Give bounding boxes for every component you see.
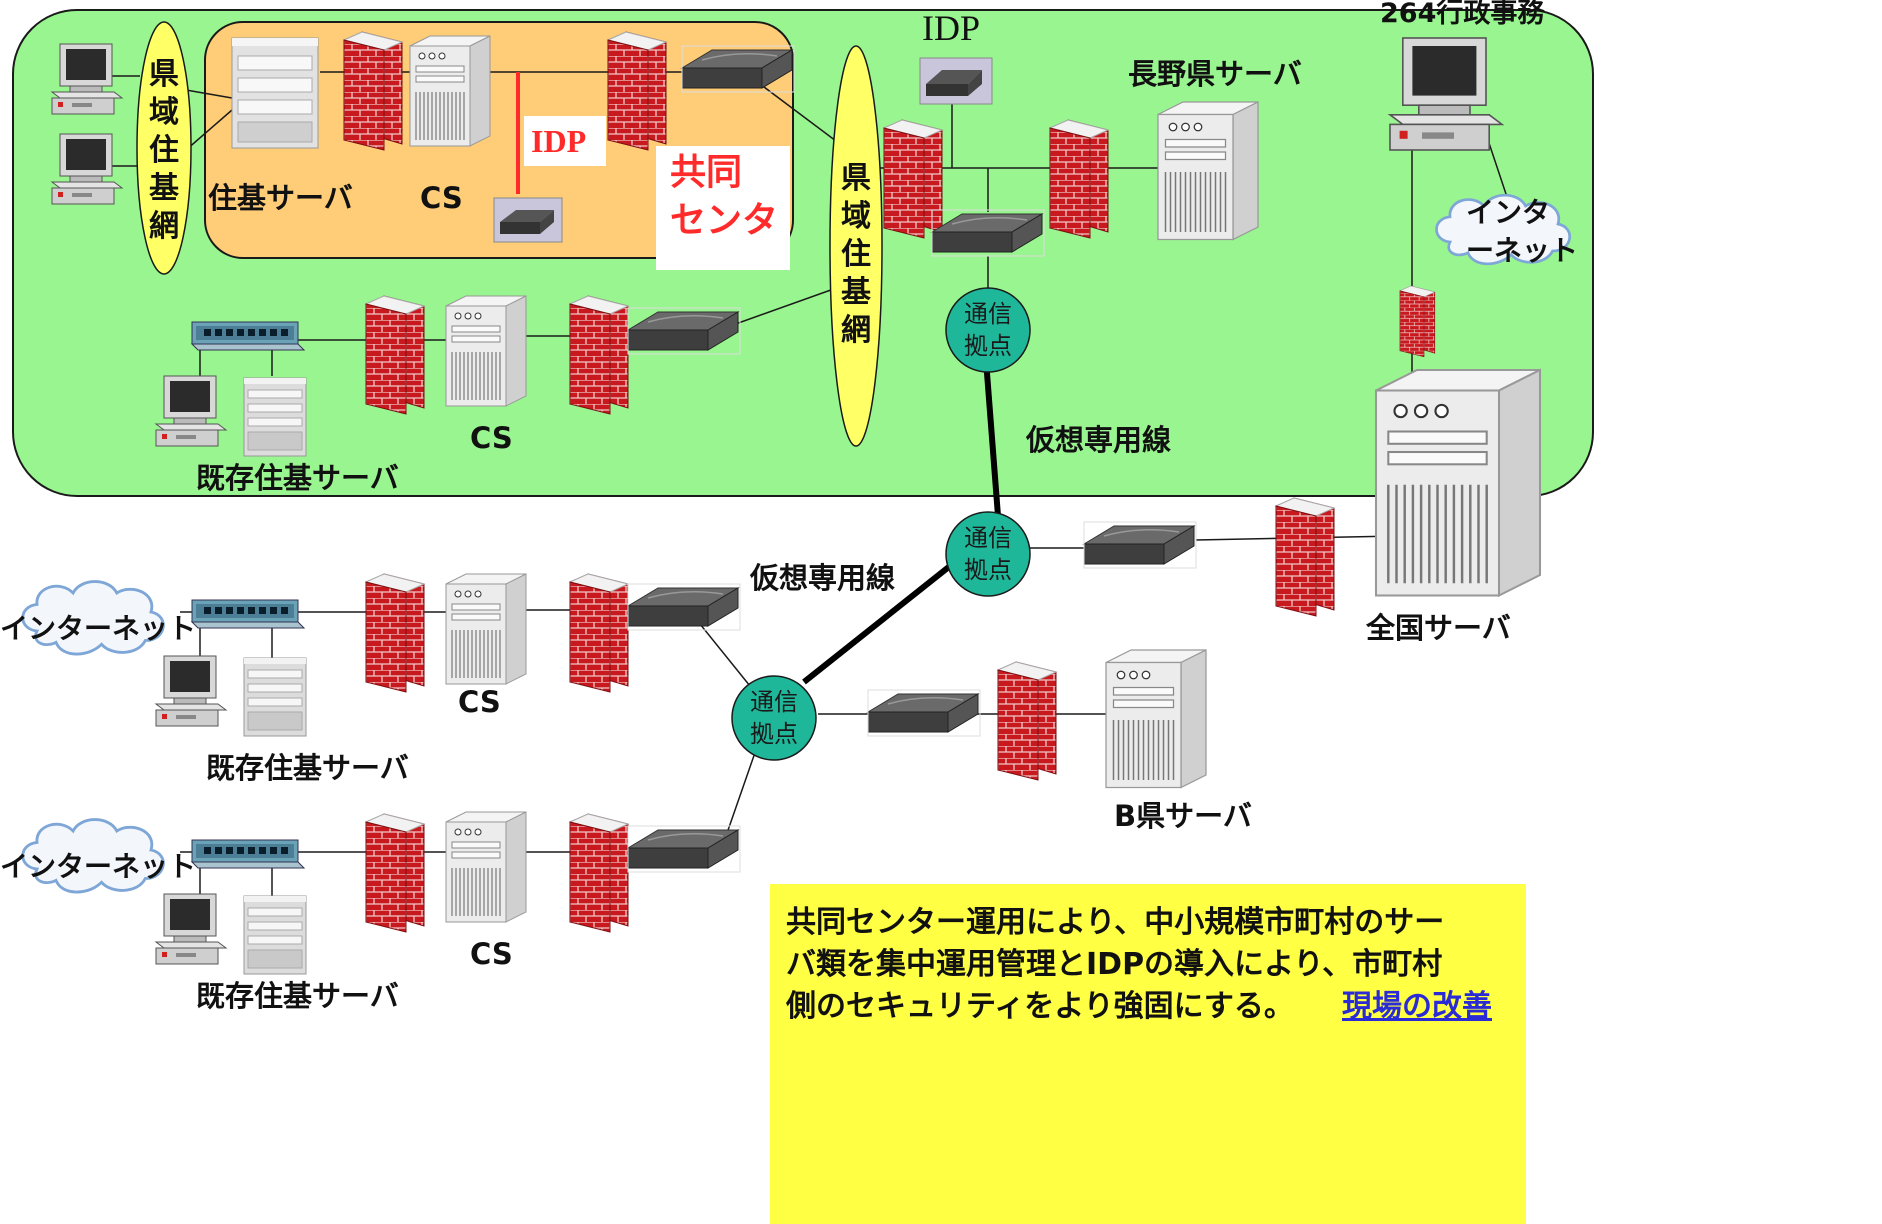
- cs-server-icon: [445, 295, 527, 407]
- idp-center-label: IDP: [531, 123, 586, 159]
- firewall-icon: [343, 31, 403, 151]
- virtual-line-1: [983, 359, 1001, 517]
- b-prefecture-server-icon: [1105, 649, 1207, 789]
- svg-text:基: 基: [841, 275, 871, 310]
- internet-bot-label: インターネット: [0, 850, 196, 883]
- idp-top-label: IDP: [922, 8, 980, 48]
- firewall-icon: [997, 661, 1057, 781]
- internet-mid-label: インターネット: [0, 612, 196, 645]
- note-link[interactable]: 現場の改善: [1342, 989, 1492, 1024]
- hub-label-line2: 拠点: [964, 556, 1012, 584]
- switch-icon: [191, 839, 305, 869]
- idp-device-icon: [493, 197, 563, 243]
- existing-server-icon: [243, 657, 307, 737]
- juki-server-icon: [231, 37, 319, 149]
- b-prefecture-server-label: B県サーバ: [1114, 799, 1252, 833]
- prefecture-backbone-mid: [829, 45, 883, 447]
- firewall-icon: [569, 295, 629, 415]
- summary-note: 共同センター運用により、中小規模市町村のサー バ類を集中運用管理とIDPの導入に…: [770, 884, 1526, 1224]
- national-server-icon: [1374, 368, 1542, 597]
- idp-top-device-icon: [919, 57, 993, 105]
- firewall-icon: [365, 295, 425, 415]
- switch-icon: [191, 321, 305, 351]
- svg-text:域: 域: [149, 95, 179, 130]
- router-icon: [1083, 521, 1197, 569]
- existing-server-mid-label: 既存住基サーバ: [206, 751, 409, 785]
- svg-text:住: 住: [841, 237, 871, 272]
- svg-text:県: 県: [149, 57, 179, 92]
- firewall-icon: [569, 573, 629, 693]
- firewall-icon: [883, 119, 943, 239]
- pc-icon: [51, 43, 123, 115]
- hub-label-line2: 拠点: [964, 332, 1012, 360]
- comm-hub-2: 通信 拠点: [945, 511, 1031, 597]
- firewall-icon: [365, 573, 425, 693]
- joint-center-label-line1: 共同: [670, 152, 742, 193]
- switch-icon: [191, 599, 305, 629]
- svg-text:域: 域: [841, 199, 871, 234]
- pc-icon: [155, 655, 227, 727]
- comm-hub-1: 通信 拠点: [945, 287, 1031, 373]
- svg-text:基: 基: [149, 171, 179, 206]
- note-line-1: 共同センター運用により、中小規模市町村のサー: [786, 905, 1444, 940]
- comm-hub-3: 通信 拠点: [731, 675, 817, 761]
- existing-server-bot-label: 既存住基サーバ: [196, 979, 399, 1013]
- juki-server-label: 住基サーバ: [208, 181, 353, 215]
- cs-center-label: CS: [420, 181, 463, 215]
- note-line-3: 側のセキュリティをより強固にする。: [785, 989, 1294, 1024]
- firewall-icon: [1275, 497, 1335, 617]
- pc-icon: [155, 375, 227, 447]
- cs-server-icon: [409, 35, 491, 147]
- existing-server-icon: [243, 895, 307, 975]
- nagano-server-icon: [1157, 101, 1259, 241]
- cs-green-label: CS: [470, 421, 513, 455]
- svg-text:住: 住: [149, 133, 179, 168]
- gyosei-pc-icon: [1389, 37, 1503, 151]
- virtual-line-2: [802, 563, 952, 685]
- svg-text:県: 県: [841, 161, 871, 196]
- national-server-label: 全国サーバ: [1365, 611, 1511, 645]
- hub-label-line1: 通信: [750, 688, 798, 716]
- svg-text:網: 網: [841, 313, 871, 348]
- cs-bot-label: CS: [470, 937, 513, 971]
- firewall-icon: [569, 813, 629, 933]
- firewall-icon: [365, 813, 425, 933]
- nagano-server-label: 長野県サーバ: [1128, 57, 1302, 91]
- router-icon: [867, 689, 981, 737]
- cs-server-icon: [445, 573, 527, 685]
- svg-text:網: 網: [149, 209, 179, 244]
- internet-top-label-line2: ーネット: [1466, 234, 1578, 267]
- cs-server-icon: [445, 811, 527, 923]
- hub-label-line2: 拠点: [750, 720, 798, 748]
- cs-mid-label: CS: [458, 685, 501, 719]
- hub-label-line1: 通信: [964, 524, 1012, 552]
- existing-server-icon: [243, 377, 307, 457]
- router-icon: [627, 583, 741, 631]
- pc-icon: [51, 133, 123, 205]
- joint-center-label-line2: センタ: [670, 200, 778, 241]
- virtual-line-label-1: 仮想専用線: [1025, 423, 1171, 457]
- internet-top-label-line1: インタ: [1466, 196, 1550, 229]
- existing-server-green-label: 既存住基サーバ: [196, 461, 399, 495]
- firewall-icon: [1049, 119, 1109, 239]
- firewall-icon: [1399, 285, 1436, 358]
- virtual-line-label-2: 仮想専用線: [749, 561, 895, 595]
- note-line-2: バ類を集中運用管理とIDPの導入により、市町村: [786, 947, 1442, 982]
- router-icon: [627, 825, 741, 873]
- backbone-left-label: 県 域 住 基 網: [149, 57, 179, 244]
- prefecture-backbone-left: [136, 21, 192, 275]
- gyosei-label: 264行政事務: [1380, 0, 1545, 29]
- hub-label-line1: 通信: [964, 300, 1012, 328]
- pc-icon: [155, 893, 227, 965]
- firewall-icon: [607, 31, 667, 151]
- backbone-mid-label: 県 域 住 基 網: [841, 161, 871, 348]
